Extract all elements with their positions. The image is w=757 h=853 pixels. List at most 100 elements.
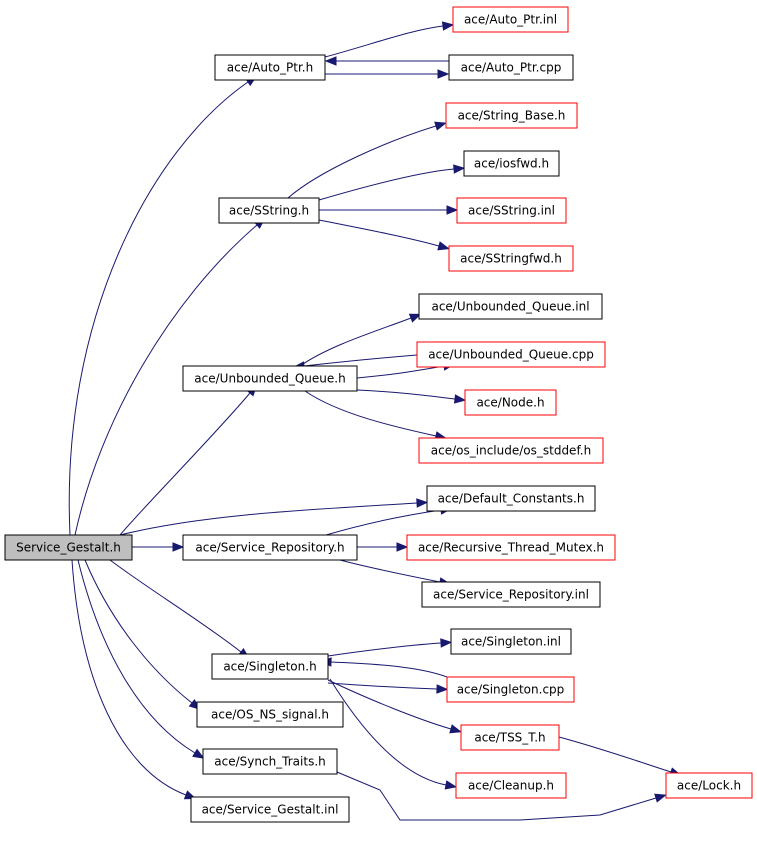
arrowhead-icon [434,121,447,131]
node-box [416,341,606,368]
node-sstringfwd-h[interactable]: ace/SStringfwd.h [448,245,574,272]
arrowhead-icon [437,69,450,79]
edge-singleton_h-to-cleanup_h [329,678,458,790]
arrowhead-icon [324,56,337,66]
edge-line [68,81,249,536]
node-iosfwd-h[interactable]: ace/iosfwd.h [463,150,560,177]
edge-line [339,559,441,583]
node-os-stddef-h[interactable]: ace/os_include/os_stddef.h [418,437,604,464]
node-box [665,772,753,799]
edge-line [119,502,418,536]
node-recursive-thread-mutex-h[interactable]: ace/Recursive_Thread_Mutex.h [406,534,616,561]
node-label: ace/SStringfwd.h [460,252,562,266]
node-label: Service_Gestalt.h [16,541,121,555]
node-service-repository-h[interactable]: ace/Service_Repository.h [182,534,358,561]
edge-line [336,771,657,821]
node-label: ace/Default_Constants.h [438,492,585,506]
edge-layer [68,21,682,821]
edge-line [109,559,242,653]
node-label: ace/TSS_T.h [474,731,545,745]
edge-line [325,509,442,536]
node-box [448,54,574,81]
edge-line [327,682,438,690]
node-box [463,150,560,177]
node-service-repository-inl[interactable]: ace/Service_Repository.inl [421,581,601,608]
edge-service_gestalt_h-to-auto_ptr_h [68,75,258,536]
node-box [418,293,603,320]
node-label: ace/os_include/os_stddef.h [431,444,591,458]
arrowhead-icon [449,724,462,734]
node-cleanup-h[interactable]: ace/Cleanup.h [455,772,567,799]
edge-line [287,125,437,199]
node-box [455,772,567,799]
node-box [426,485,596,512]
node-box [460,724,560,751]
node-auto-ptr-h[interactable]: ace/Auto_Ptr.h [214,54,326,81]
node-service-gestalt-h: Service_Gestalt.h [4,534,133,561]
node-label: ace/Unbounded_Queue.h [194,372,345,386]
node-label: ace/Singleton.inl [461,635,561,649]
node-label: ace/Service_Repository.h [195,541,344,555]
node-synch-traits-h[interactable]: ace/Synch_Traits.h [202,748,338,775]
edge-singleton_h-to-singleton_inl [327,638,453,657]
node-label: ace/iosfwd.h [474,157,549,171]
node-unbounded-queue-h[interactable]: ace/Unbounded_Queue.h [182,365,358,392]
node-label: ace/Unbounded_Queue.cpp [428,348,594,362]
arrowhead-icon [440,638,453,648]
node-sstring-h[interactable]: ace/SString.h [218,197,320,224]
node-default-constants-h[interactable]: ace/Default_Constants.h [426,485,596,512]
node-singleton-inl[interactable]: ace/Singleton.inl [450,628,572,655]
node-box [421,581,601,608]
edge-line [303,354,418,367]
node-box [464,389,557,416]
node-lock-h[interactable]: ace/Lock.h [665,772,753,799]
node-box [456,197,567,224]
node-node-h[interactable]: ace/Node.h [464,389,557,416]
edge-line [84,559,193,704]
edge-line [329,678,447,786]
edge-line [71,559,187,796]
node-string-base-h[interactable]: ace/String_Base.h [445,102,578,129]
node-label: ace/SString.h [229,204,309,218]
edge-service_gestalt_h-to-singleton_h [109,559,250,659]
node-label: ace/SString.inl [468,204,555,218]
node-box [182,534,358,561]
edge-line [327,679,452,730]
node-os-ns-signal-h[interactable]: ace/OS_NS_signal.h [196,701,344,728]
node-singleton-h[interactable]: ace/Singleton.h [211,653,329,680]
edge-line [77,559,196,754]
node-tss-t-h[interactable]: ace/TSS_T.h [460,724,560,751]
node-sstring-inl[interactable]: ace/SString.inl [456,197,567,224]
node-box [450,628,572,655]
arrowhead-icon [436,684,449,694]
edge-service_repository_h-to-recursive_thread_mutex_h [357,542,409,552]
node-label: ace/Auto_Ptr.h [227,61,313,75]
node-box [448,245,574,272]
arrowhead-icon [453,394,467,404]
node-box [4,534,133,561]
node-label: ace/Synch_Traits.h [214,755,325,769]
node-label: ace/Unbounded_Queue.inl [431,300,589,314]
node-auto-ptr-inl[interactable]: ace/Auto_Ptr.inl [452,6,569,33]
node-label: ace/Auto_Ptr.cpp [461,61,562,75]
edge-sstring_h-to-iosfwd_h [318,164,466,201]
node-singleton-cpp[interactable]: ace/Singleton.cpp [446,676,575,703]
node-box [182,365,358,392]
arrowhead-icon [408,313,422,323]
edge-synch_traits_h-to-lock_h [336,771,667,821]
edge-tss_t_h-to-lock_h [558,736,682,777]
edge-line [119,392,251,536]
node-box [202,748,338,775]
node-unbounded-queue-inl[interactable]: ace/Unbounded_Queue.inl [418,293,603,320]
edge-line [330,661,448,678]
edge-auto_ptr_h-to-auto_ptr_inl [324,21,455,58]
node-service-gestalt-inl[interactable]: ace/Service_Gestalt.inl [190,796,350,823]
node-unbounded-queue-cpp[interactable]: ace/Unbounded_Queue.cpp [416,341,606,368]
arrowhead-icon [172,542,185,552]
node-auto-ptr-cpp[interactable]: ace/Auto_Ptr.cpp [448,54,574,81]
node-label: ace/Node.h [476,396,544,410]
node-label: ace/Auto_Ptr.inl [464,13,557,27]
arrowhead-icon [654,793,667,803]
edge-unbounded_queue_h-to-unbounded_queue_inl [299,313,422,367]
